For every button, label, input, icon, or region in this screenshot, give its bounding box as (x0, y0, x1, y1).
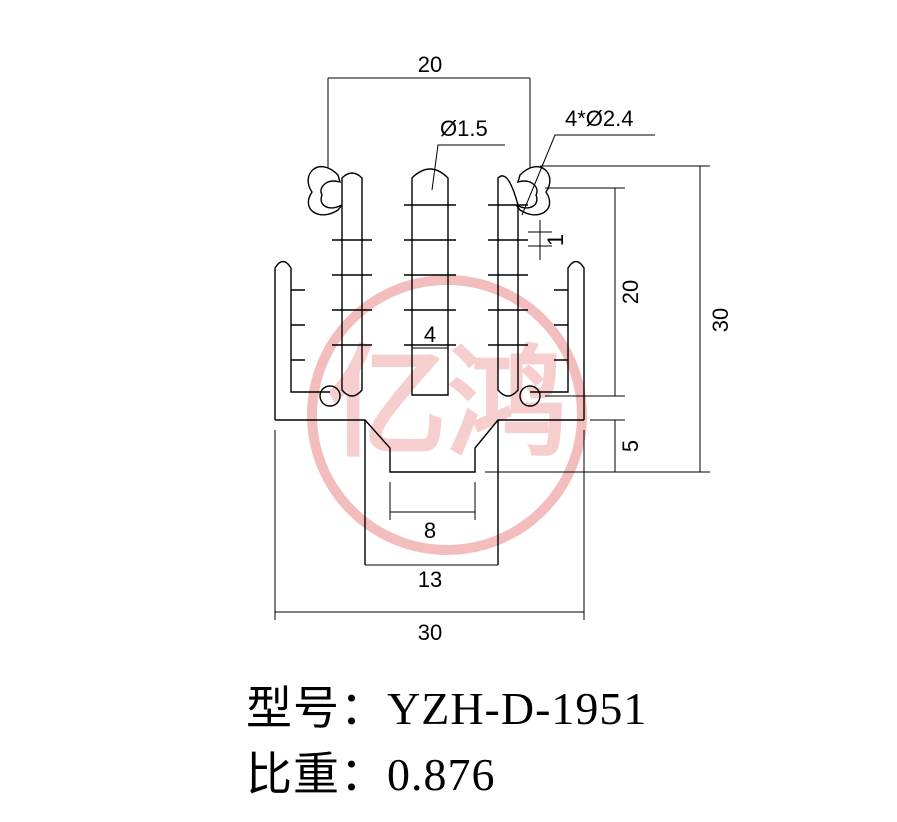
right-wall-teeth (554, 289, 568, 361)
dim-fin-height-line (545, 187, 625, 397)
label-fin-height: 20 (618, 280, 643, 304)
model-label: 型号： (246, 683, 387, 734)
label-inner-width: 8 (424, 518, 436, 543)
dim-hole-leader (521, 134, 655, 216)
dim-base-height-line (590, 419, 625, 472)
fin-3 (497, 175, 519, 397)
model-row: 型号：YZH-D-1951 (246, 672, 647, 738)
fin-1-teeth (332, 239, 372, 346)
watermark-ring (307, 275, 587, 555)
model-value: YZH-D-1951 (387, 683, 648, 734)
hole-bottom-left (319, 385, 341, 407)
label-slot-diameter: Ø1.5 (440, 116, 488, 141)
left-wall (274, 260, 330, 420)
fin-1 (341, 172, 363, 397)
label-base-width: 13 (418, 567, 442, 592)
density-value: 0.876 (387, 749, 496, 800)
dim-gap-line (528, 220, 552, 260)
dim-total-width-line (274, 430, 585, 620)
fin-center-teeth (404, 204, 456, 346)
dim-pitch-line (411, 320, 449, 360)
fin-3-teeth (488, 204, 528, 346)
right-wall (530, 260, 585, 420)
base-leg-sides (364, 420, 499, 565)
density-label: 比重： (246, 749, 387, 800)
dim-slot-leader (431, 144, 505, 191)
left-wall-teeth (291, 289, 305, 361)
label-top-width: 20 (418, 52, 442, 77)
dim-total-height-line (485, 165, 710, 473)
label-fin-pitch: 4 (424, 322, 436, 347)
label-base-height: 5 (618, 440, 643, 452)
watermark: 亿鸿 (307, 275, 587, 555)
base-plate (275, 419, 584, 473)
label-total-height: 30 (708, 308, 733, 332)
label-total-width: 30 (418, 620, 442, 645)
label-hole-diameter: 4*Ø2.4 (565, 106, 634, 131)
dim-inner-width-line (389, 482, 476, 520)
label-gap: 1 (543, 234, 568, 246)
right-clip (515, 166, 551, 216)
dimension-labels: 20 Ø1.5 4*Ø2.4 1 4 20 30 5 8 13 30 (418, 52, 733, 645)
dim-top-width-line (327, 77, 531, 168)
density-row: 比重：0.876 (246, 738, 496, 804)
hole-bottom-right (519, 385, 541, 407)
dimension-lines (274, 77, 710, 620)
left-clip (307, 166, 343, 216)
watermark-text: 亿鸿 (327, 335, 567, 474)
